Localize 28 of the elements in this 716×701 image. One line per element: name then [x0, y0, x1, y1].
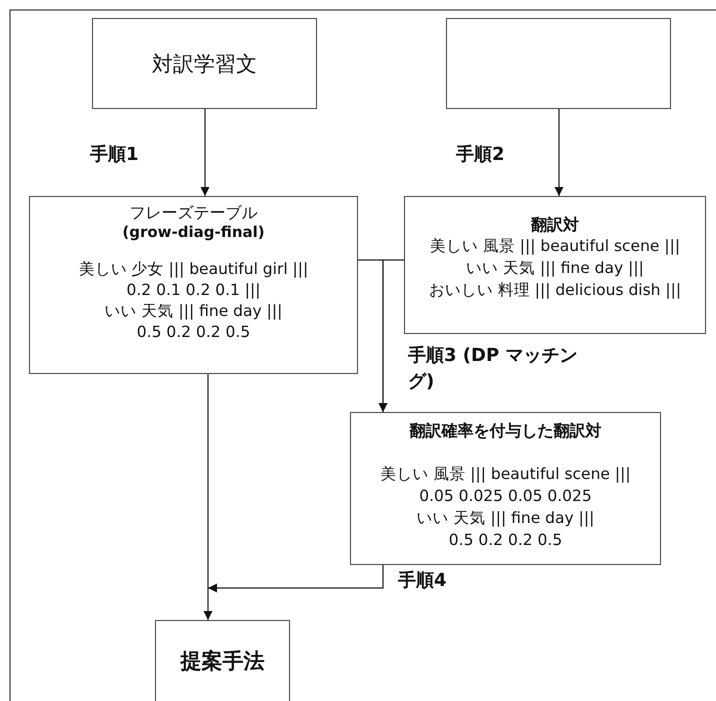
arrow [554, 109, 564, 196]
process-box [404, 196, 706, 334]
box-text: おいしい 料理 ||| delicious dish ||| [428, 280, 682, 301]
arrow [200, 109, 210, 196]
box-text: (grow-diag-final) [122, 223, 265, 241]
box-text: 0.2 0.1 0.2 0.1 ||| [126, 280, 260, 301]
box-text: いい 天気 ||| fine day ||| [466, 258, 644, 279]
box-heading: 翻訳対 [531, 215, 579, 235]
box-heading: フレーズテーブル [130, 203, 258, 223]
box-heading: 翻訳確率を付与した翻訳対 [410, 421, 602, 441]
box-text: 提案手法 [180, 648, 264, 674]
box-text: 美しい 少女 ||| beautiful girl ||| [78, 259, 308, 280]
box-text: 0.5 0.2 0.2 0.5 [448, 530, 562, 551]
box-text: いい 天気 ||| fine day ||| [416, 508, 594, 529]
arrow [208, 565, 384, 592]
box-text: 0.05 0.025 0.05 0.025 [419, 486, 592, 507]
process-box [350, 412, 661, 565]
process-box [155, 620, 290, 701]
box-text: 美しい 風景 ||| beautiful scene ||| [430, 236, 680, 257]
box-text: いい 天気 ||| fine day ||| [104, 301, 282, 322]
arrow [378, 259, 404, 412]
box-text: 対訳学習文 [152, 50, 257, 76]
process-box [29, 196, 358, 374]
box-text: 美しい 風景 ||| beautiful scene ||| [380, 464, 631, 485]
process-box [446, 18, 671, 109]
box-text: 0.5 0.2 0.2 0.5 [136, 322, 250, 343]
process-box [92, 18, 317, 109]
arrow [204, 374, 212, 620]
